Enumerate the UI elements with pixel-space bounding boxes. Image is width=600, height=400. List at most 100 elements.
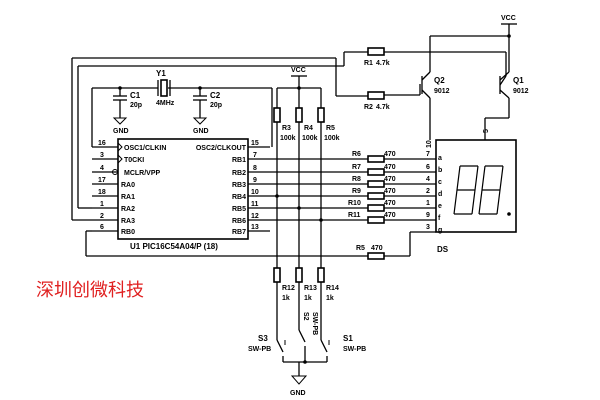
base-resistors: R1 4.7k R2 4.7k — [364, 47, 507, 111]
s2-type: SW-PB — [311, 312, 318, 335]
pin-label: RA0 — [121, 182, 135, 189]
gnd-label: GND — [290, 390, 306, 397]
resistor-r9 — [367, 192, 385, 200]
ground-symbol — [112, 117, 128, 125]
gnd-label: GND — [113, 128, 129, 135]
resistor-r4 — [295, 107, 303, 123]
seg-r-value: 470 — [384, 212, 396, 219]
ds-pin: 4 — [426, 176, 430, 183]
resistor-r3 — [273, 107, 281, 123]
seg-r-name: R8 — [352, 176, 361, 183]
s3-type: SW-PB — [248, 346, 271, 353]
ground-symbol — [192, 117, 208, 125]
switch-s3[interactable] — [276, 339, 284, 353]
ground-symbol — [290, 375, 308, 385]
resistor-r1 — [367, 47, 385, 56]
c2-value: 20p — [210, 102, 222, 109]
resistor-r8 — [367, 180, 385, 188]
rg-value: 470 — [371, 245, 383, 252]
pin-num: 11 — [251, 201, 259, 208]
push-buttons: S3 SW-PB S2 SW-PB S1 SW-PB GND — [248, 312, 366, 397]
seg-r-name: R9 — [352, 188, 361, 195]
pin-label: RB2 — [232, 170, 246, 177]
pin-num: 6 — [100, 224, 104, 231]
q1-value: 9012 — [513, 88, 529, 95]
ds-pin: 3 — [426, 224, 430, 231]
rg-name: R5 — [356, 245, 365, 252]
pin-num: 18 — [98, 189, 106, 196]
ds-pin: 2 — [426, 188, 430, 195]
display-name: DS — [437, 245, 449, 254]
series-value: 1k — [326, 295, 334, 302]
pin-num: 12 — [251, 213, 259, 220]
resistor-r7 — [367, 168, 385, 176]
resistor-r11 — [367, 216, 385, 224]
seg-r-name: R6 — [352, 151, 361, 158]
pin-label: T0CKI — [124, 157, 144, 164]
digit-drive-wiring — [71, 51, 368, 221]
series-resistors: R12 1k R13 1k R14 1k — [273, 267, 339, 340]
seg-r-value: 470 — [384, 176, 396, 183]
seg-letter: d — [438, 191, 442, 198]
vcc-label: VCC — [501, 15, 516, 22]
seg-letter: e — [438, 203, 442, 210]
r2-label: R2 — [364, 104, 373, 111]
pin-label: RA1 — [121, 194, 135, 201]
pin-num: 8 — [253, 165, 257, 172]
pin-label: RB4 — [232, 194, 246, 201]
pin-num: 17 — [98, 177, 106, 184]
s1-type: SW-PB — [343, 346, 366, 353]
series-value: 1k — [304, 295, 312, 302]
resistor-r14 — [317, 267, 325, 283]
pin-num: 2 — [100, 213, 104, 220]
pin-label: RB3 — [232, 182, 246, 189]
pullup-name: R3 — [282, 125, 291, 132]
pin-num: 15 — [251, 140, 259, 147]
pin-label: OSC1/CLKIN — [124, 145, 166, 152]
pin-label: RB1 — [232, 157, 246, 164]
switch-s1[interactable] — [320, 339, 328, 353]
seg-r-value: 470 — [384, 200, 396, 207]
vcc-label: VCC — [291, 67, 306, 74]
switch-s2[interactable] — [298, 329, 306, 343]
q1-label: Q1 — [513, 76, 524, 85]
seg-letter: c — [438, 179, 442, 186]
seg-letter: b — [438, 167, 442, 174]
crystal-value: 4MHz — [156, 100, 175, 107]
pullup-value: 100k — [324, 135, 340, 142]
brand-text: 深圳创微科技 — [36, 280, 144, 301]
mcu-body — [117, 138, 249, 240]
pullup-resistors: VCC R3 100k R4 100k R5 100k — [273, 67, 340, 268]
seg-letter: f — [438, 215, 441, 222]
oscillator-section: Y1 4MHz C1 20p GND C2 20p GND — [91, 69, 273, 147]
series-name: R12 — [282, 285, 295, 292]
c1-label: C1 — [130, 91, 141, 100]
gnd-label: GND — [193, 128, 209, 135]
ds-pin: 1 — [426, 200, 430, 207]
ds-pin: 9 — [426, 212, 430, 219]
seg-r-name: R10 — [348, 200, 361, 207]
pin-num: 7 — [253, 152, 257, 159]
resistor-r6 — [367, 155, 385, 163]
pin-num: 9 — [253, 177, 257, 184]
series-value: 1k — [282, 295, 290, 302]
seven-seg-display: 10 5 DS a b c d e f g — [426, 129, 517, 254]
s1-name: S1 — [343, 334, 353, 343]
c2-label: C2 — [210, 91, 221, 100]
pin-label: RB0 — [121, 229, 135, 236]
pin-label: RA3 — [121, 218, 135, 225]
display-pin: 5 — [483, 129, 490, 133]
s3-name: S3 — [258, 334, 268, 343]
resistor-r12 — [273, 267, 281, 283]
s2-name: S2 — [302, 312, 309, 321]
transistors: VCC Q2 9012 Q1 9012 — [421, 15, 529, 140]
series-name: R14 — [326, 285, 339, 292]
resistor-r13 — [295, 267, 303, 283]
r2-value: 4.7k — [376, 104, 390, 111]
pin-label: RA2 — [121, 206, 135, 213]
mcu-name: U1 PIC16C54A04/P (18) — [130, 242, 218, 251]
pullup-name: R5 — [326, 125, 335, 132]
crystal-label: Y1 — [156, 69, 166, 78]
seg-letter: g — [438, 227, 442, 234]
crystal-y1 — [160, 79, 168, 97]
